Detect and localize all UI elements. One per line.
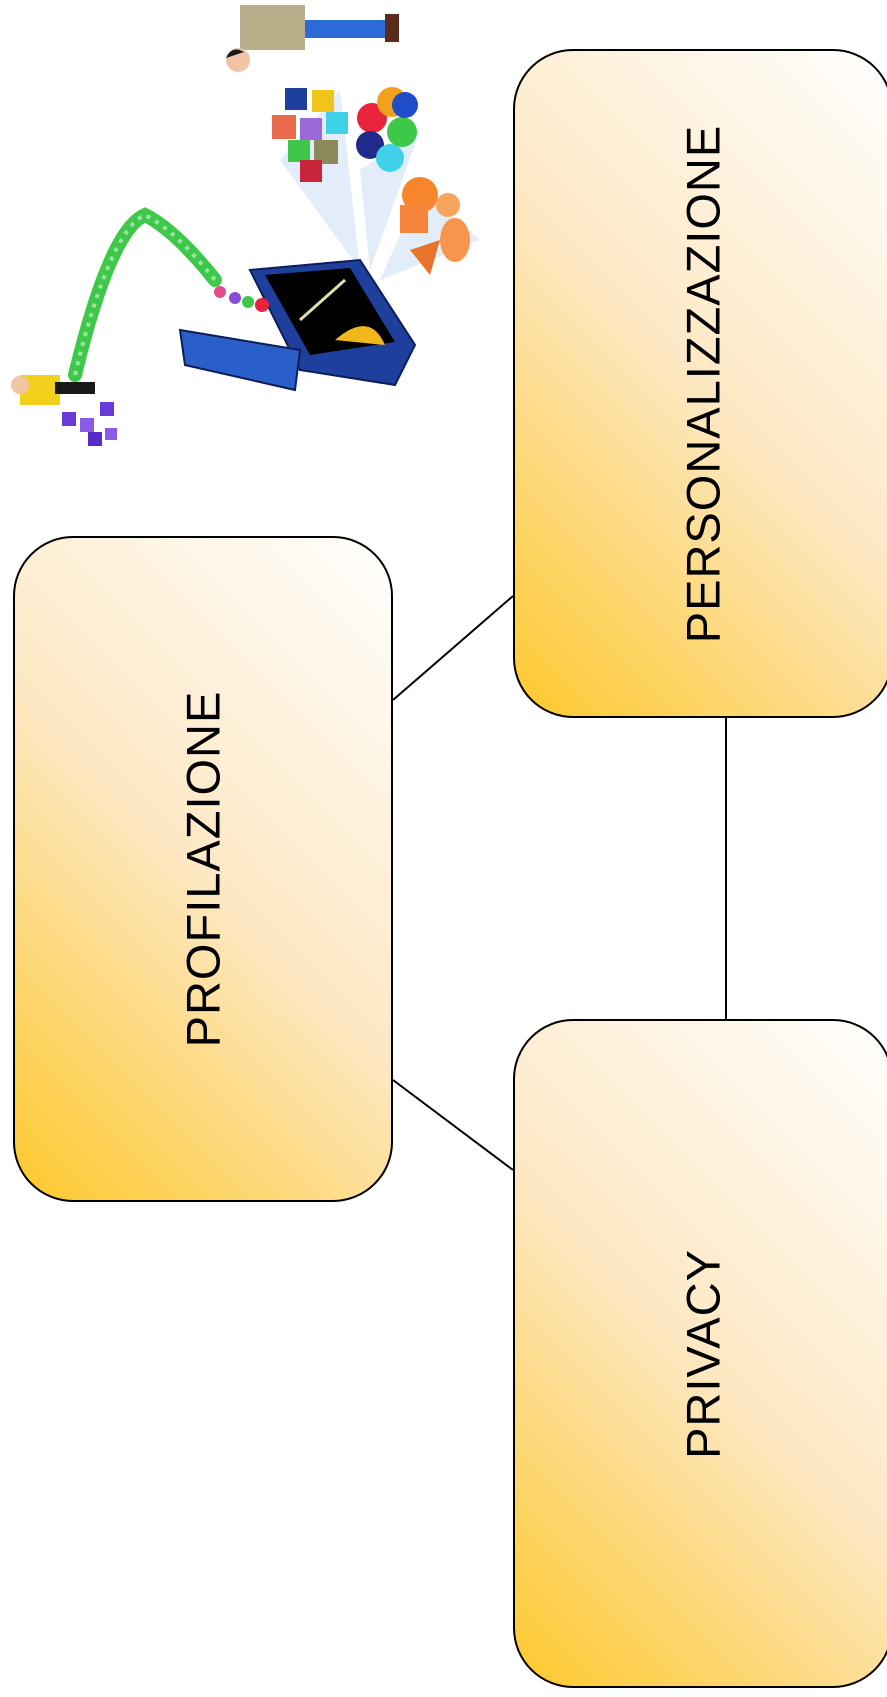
node-privacy: PRIVACY [513, 1019, 887, 1688]
node-profilazione: PROFILAZIONE [13, 536, 393, 1202]
node-label-privacy: PRIVACY [676, 1248, 730, 1459]
node-label-personalizzazione: PERSONALIZZAZIONE [676, 124, 730, 643]
node-personalizzazione: PERSONALIZZAZIONE [513, 49, 887, 718]
computer-with-people-clipart-icon [11, 5, 480, 446]
edge-profilazione-privacy [392, 1079, 514, 1171]
node-label-profilazione: PROFILAZIONE [176, 690, 230, 1048]
edge-profilazione-personalizzazione [392, 595, 514, 701]
